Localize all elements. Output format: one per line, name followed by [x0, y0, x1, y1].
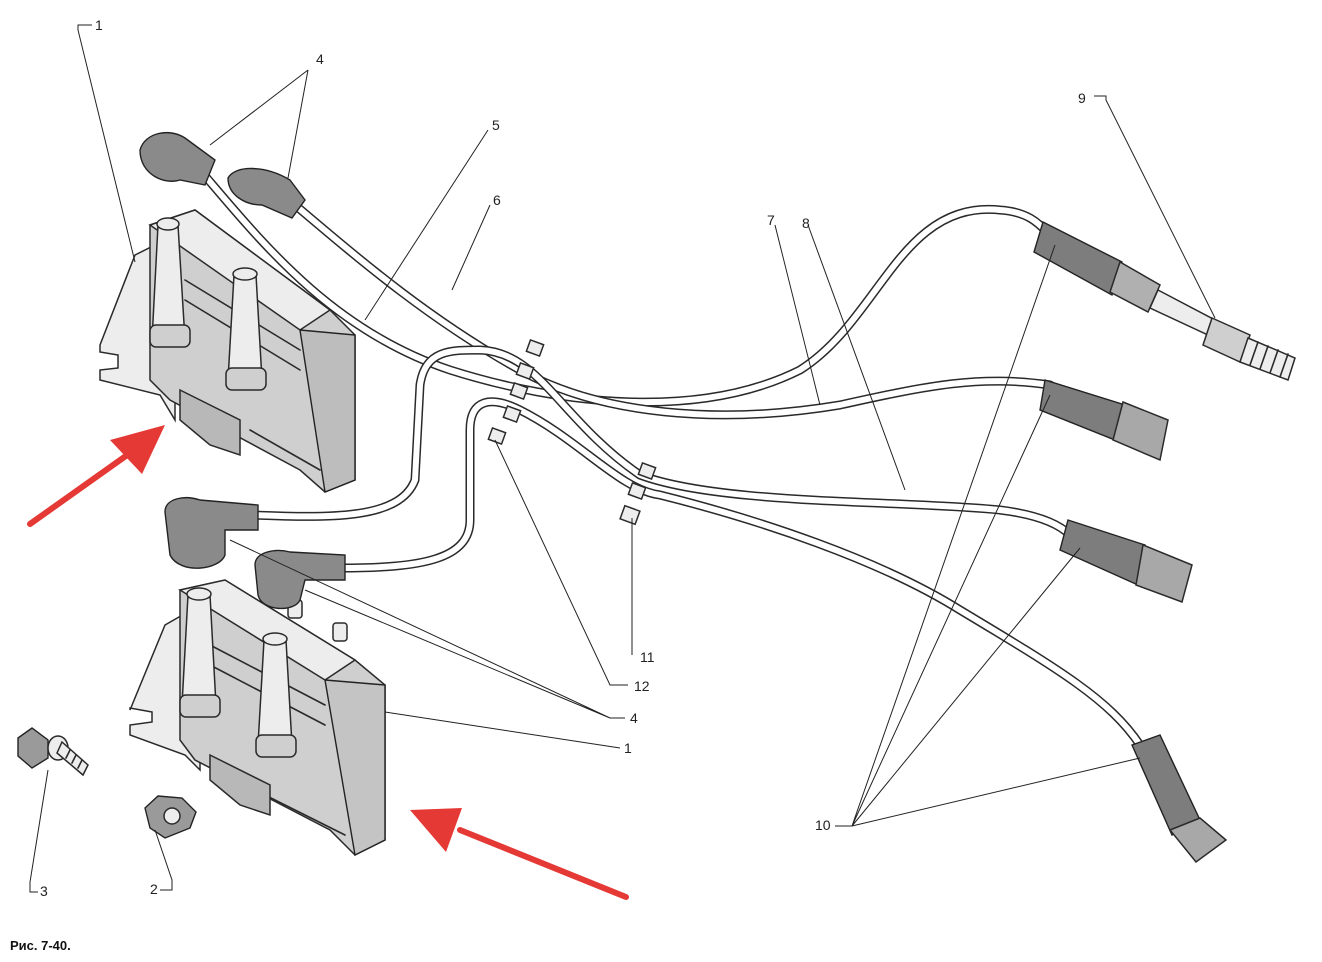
callout-6: 6 [493, 192, 501, 208]
callout-1-top: 1 [95, 17, 103, 33]
callout-4-bottom: 4 [630, 710, 638, 726]
callout-10: 10 [815, 817, 831, 833]
arrow-bottom-coil [410, 808, 629, 900]
spark-plug-caps [1033, 220, 1296, 864]
spark-plug-9 [1149, 288, 1296, 381]
ignition-coil-bottom [129, 579, 386, 857]
nut-2 [144, 795, 197, 839]
callout-7: 7 [767, 212, 775, 228]
cap-1 [1033, 220, 1161, 314]
callout-8: 8 [802, 215, 810, 231]
high-voltage-cables [195, 165, 1145, 750]
boot-lower-right [254, 549, 346, 610]
boot-lower-left [164, 497, 259, 569]
callout-12: 12 [634, 678, 650, 694]
figure-caption: Рис. 7-40. [10, 938, 71, 953]
cable-long [335, 397, 1145, 750]
callout-3: 3 [40, 883, 48, 899]
callout-9: 9 [1078, 90, 1086, 106]
boots-bottom [164, 497, 346, 610]
callout-2: 2 [150, 881, 158, 897]
boot-4-left [139, 131, 216, 186]
cable-clips [487, 339, 657, 526]
cap-4 [1131, 734, 1228, 864]
callout-5: 5 [492, 117, 500, 133]
callout-4-top: 4 [316, 51, 324, 67]
callout-numbers: 1 4 5 6 7 8 9 10 11 12 4 1 2 3 [40, 17, 1086, 899]
boot-4-right [227, 167, 306, 219]
leader-lines [29, 24, 1216, 893]
arrow-top-coil [27, 425, 165, 527]
highlight-arrows [27, 425, 629, 900]
cap-2 [1039, 379, 1169, 462]
bolt-3 [17, 727, 89, 777]
cap-3 [1059, 519, 1193, 603]
callout-11: 11 [640, 649, 655, 665]
callout-1-bottom: 1 [624, 740, 632, 756]
boots-top [139, 131, 306, 219]
ignition-coil-top [99, 209, 356, 493]
